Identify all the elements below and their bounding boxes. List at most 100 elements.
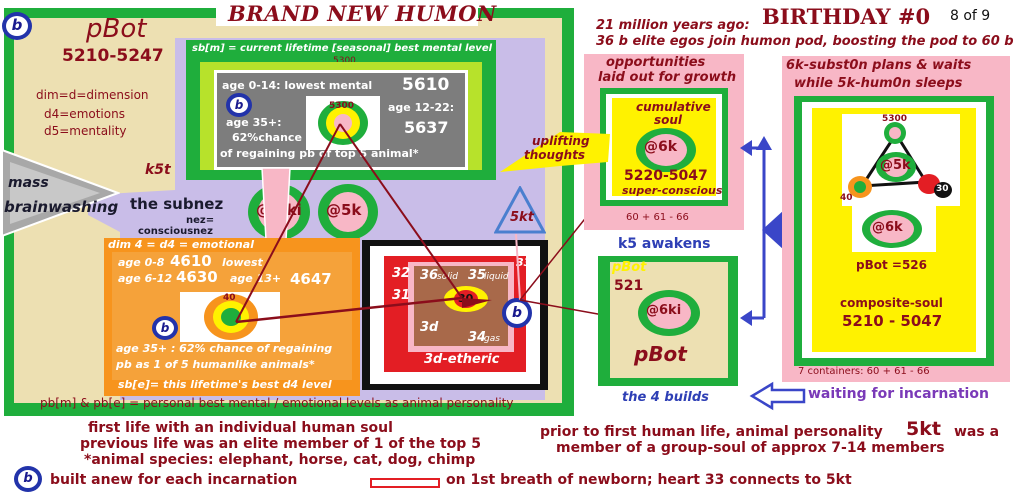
builds-pbot: pBot [612,260,647,275]
emo-header: dim 4 = d4 = emotional [108,238,254,251]
emo-val13: 4647 [290,270,332,288]
breath-note: on 1st breath of newborn; heart 33 conne… [446,472,852,488]
title-banner [216,0,478,26]
waiting-label: waiting for incarnation [808,386,989,402]
nez-label: nez= [186,215,215,226]
etheric-label: 3d-etheric [424,352,500,367]
sub-ring-label: @6k [872,220,903,235]
opp-ring-label: @6k [644,139,678,155]
b-note: built anew for each incarnation [50,472,298,488]
tri-right-badge [934,182,952,198]
b-icon-mental: b [226,93,252,117]
soul-range: 5220-5047 [624,168,708,184]
tri-top-ring-inner [889,127,901,139]
ring-5k-label: @5k [326,201,362,219]
composite-label: composite-soul [840,296,943,310]
mental-age12: age 12-22: [388,101,455,114]
footer-line1: first life with an individual human soul [88,420,393,436]
tri-left-ring-inner [854,181,866,193]
uplifting-2: thoughts [524,148,586,162]
superconscious-label: super-conscious [622,184,723,197]
triangle-5kt-label: 5kt [510,210,534,225]
mass-label: mass [8,175,49,191]
b-icon-etheric: b [502,298,532,328]
ether-liquid: liquid [484,272,509,282]
b-icon-top-left: b [2,12,32,40]
footer-right1b: 5kt [906,418,941,440]
mental-age35: age 35+: [226,116,282,129]
uplifting-1: uplifting [532,134,590,148]
ether-33: 33 [516,256,532,269]
soul-label: soul [654,113,683,127]
ether-36: 36 [420,268,439,283]
tri-center-inner [884,157,908,177]
page-number: 8 of 9 [950,8,991,24]
k5-awakens: k5 awakens [618,236,711,252]
mental-regain: of regaining pb of top 5 animal* [220,147,419,160]
ether-35: 35 [468,268,487,283]
opp-title-2: laid out for growth [598,70,737,85]
sub-title-2: while 5k-hum0n sleeps [794,76,963,91]
mental-chance: 62%chance [232,131,302,144]
k5t-label: k5t [145,162,171,178]
breath-line-icon [370,478,440,488]
builds-label: the 4 builds [622,390,709,405]
emo-age13: age 13+ [230,272,282,285]
emo-chance: age 35+ : 62% chance of regaining [116,342,333,355]
ether-3d: 3d [420,320,439,335]
emo-inner-label: 40 [223,293,236,303]
tri-center-label: @5k [880,158,911,173]
builds-pbot2: pBot [634,342,687,366]
mental-5300-top: 5300 [333,56,356,66]
ether-31: 31 [392,288,411,303]
pbot-range: 5210-5247 [62,46,164,66]
dim-legend-1: dim=d=dimension [36,88,149,102]
footer-line2: previous life was an elite member of 1 o… [80,436,481,452]
tri-left-label: 40 [840,193,853,203]
subnez-label: the subnez [130,195,224,213]
birthday-title: BIRTHDAY #0 [762,4,931,29]
sub-pbot: pBot =526 [856,258,927,272]
page-title: BRAND NEW HUMON [228,1,497,26]
emo-val6: 4630 [176,268,218,286]
ether-32: 32 [392,266,411,281]
triangle-5kt [494,186,546,234]
mental-val0: 5610 [402,75,450,95]
sub-title-1: 6k-subst0n plans & waits [786,58,972,73]
mental-val12: 5637 [404,118,449,137]
emo-val0: 4610 [170,252,212,270]
ether-gas: gas [484,334,500,344]
ether-34: 34 [468,330,487,345]
intro-line1: 21 million years ago: [596,18,750,33]
mental-header: sb[m] = current lifetime [seasonal] best… [192,43,493,54]
tri-top-label: 5300 [882,114,908,124]
b-icon-emotional: b [152,316,178,340]
emo-chance2: pb as 1 of 5 humanlike animals* [116,358,315,371]
emo-age6: age 6-12 [118,272,173,285]
b-icon-legend: b [14,466,42,492]
builds-num: 521 [614,278,644,294]
brainwashing-arrow [0,148,120,238]
ring-5k-inner [328,192,368,232]
footer-right2: member of a group-soul of approx 7-14 me… [556,440,945,456]
tri-right-label: 30 [936,184,949,194]
opp-ring-inner [645,134,687,166]
cumulative-label: cumulative [636,100,711,114]
containers-label: 7 containers: 60 + 61 - 66 [798,366,930,377]
intro-line2: 36 b elite egos join humon pod, boosting… [596,34,1014,49]
dim-legend-3: d5=mentality [44,124,127,138]
footer-right1a: prior to first human life, animal person… [540,424,883,440]
dim-legend-2: d4=emotions [44,107,125,121]
emo-lowest: lowest [222,256,263,269]
composite-range: 5210 - 5047 [842,312,943,330]
builds-ring-label: @6ki [646,303,682,318]
emo-footer: sb[e]= this lifetime's best d4 level [118,378,332,391]
opp-nums: 60 + 61 - 66 [626,212,689,223]
sub-ring-inner [870,215,914,243]
bottom-note: pb[m] & pb[e] = personal best mental / e… [40,396,514,410]
opp-title-1: opportunities [606,55,706,70]
consciousnez-label: consciousnez [138,226,213,237]
mental-age0: age 0-14: lowest mental [222,79,373,92]
